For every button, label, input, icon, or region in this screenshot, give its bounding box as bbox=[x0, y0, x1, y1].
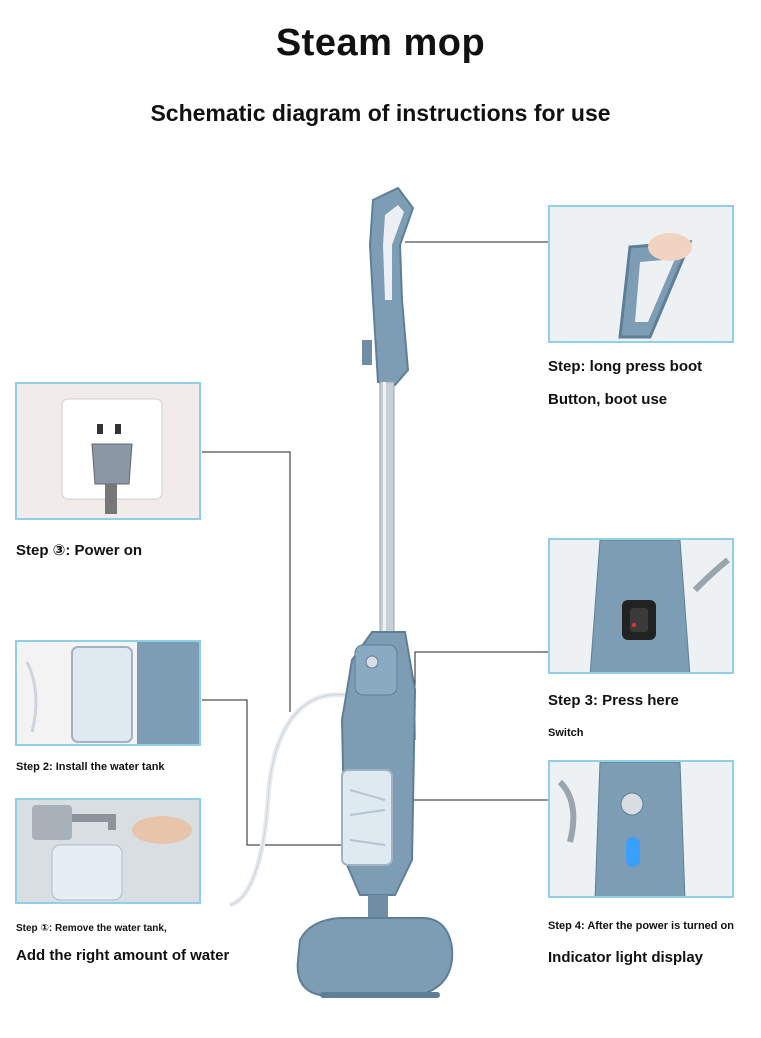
step-water-line1: Step ①: Remove the water tank, bbox=[16, 923, 167, 934]
step-indicator-line2: Indicator light display bbox=[548, 949, 704, 966]
water-tank-install-icon bbox=[17, 642, 199, 744]
leader-line-switch bbox=[414, 651, 548, 740]
panel-fill-water-photo bbox=[15, 798, 201, 904]
step-water-line2: Add the right amount of water bbox=[16, 947, 230, 964]
panel-water-tank-photo bbox=[15, 640, 201, 746]
panel-power-socket-photo bbox=[15, 382, 201, 520]
panel-handle-photo bbox=[548, 205, 734, 343]
leader-line-power bbox=[202, 451, 291, 712]
step-power-label: Step ③: Power on bbox=[16, 542, 143, 559]
panel-switch-photo bbox=[548, 538, 734, 674]
mop-rod bbox=[379, 381, 395, 633]
water-tank bbox=[341, 769, 393, 866]
step-tank-label: Step 2: Install the water tank bbox=[16, 761, 165, 773]
step-switch-line2: Switch bbox=[548, 727, 584, 739]
step-boot-line1: Step: long press boot bbox=[548, 358, 703, 375]
panel-indicator-photo bbox=[548, 760, 734, 898]
step-boot-line2: Button, boot use bbox=[548, 391, 668, 408]
leader-line-tank bbox=[202, 699, 355, 846]
power-socket-icon bbox=[17, 384, 199, 518]
water-tap-icon bbox=[17, 800, 199, 902]
switch-icon bbox=[550, 540, 732, 672]
mop-head bbox=[296, 917, 454, 996]
indicator-light-icon bbox=[550, 762, 732, 896]
step-indicator-line1: Step 4: After the power is turned on bbox=[548, 920, 734, 932]
page-title: Steam mop bbox=[275, 22, 486, 64]
handle-photo-icon bbox=[550, 207, 732, 341]
step-switch-line1: Step 3: Press here bbox=[548, 692, 679, 709]
page-subtitle: Schematic diagram of instructions for us… bbox=[150, 100, 611, 126]
